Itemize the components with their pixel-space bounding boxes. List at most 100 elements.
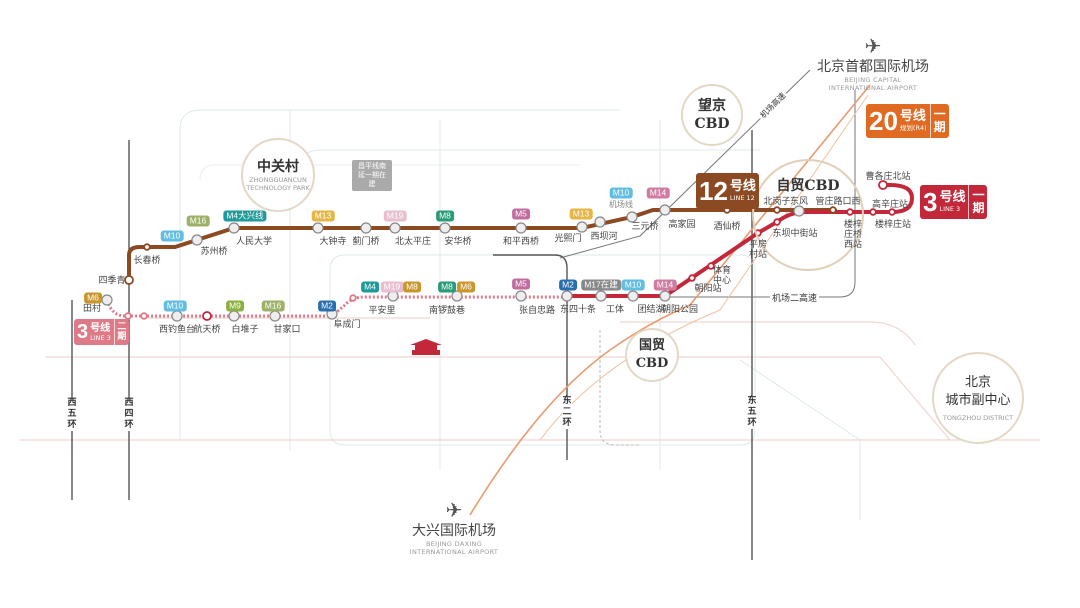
line3-west-number: 3 <box>77 321 89 343</box>
line3-west-waypoint <box>140 312 148 320</box>
transfer-badge: M14 <box>646 187 670 199</box>
station-label: 北太平庄 <box>394 237 432 247</box>
line3-west-route <box>105 295 567 318</box>
line12-station-marker <box>439 222 451 234</box>
line3-station-marker <box>171 310 183 322</box>
guomao-cbd-area: 国贸 CBD <box>625 328 679 382</box>
station-label: 航天桥 <box>193 325 221 335</box>
transfer-badge: M10 <box>609 187 633 199</box>
transfer-badge: M16 <box>186 215 210 227</box>
transfer-badge: M13 <box>311 210 335 222</box>
wangjing-cbd-area: 望京 CBD <box>681 84 743 146</box>
airplane-icon: ✈ <box>864 34 882 58</box>
transfer-badge: M6 <box>84 292 102 304</box>
transfer-badge: M2 <box>559 279 577 291</box>
line3-west-hx: 号线 <box>90 322 111 334</box>
station-label: 蓟门桥 <box>352 237 380 247</box>
station-label: 苏州桥 <box>200 247 228 257</box>
daxing-airport-en1: BEIJING DAXING <box>425 540 483 548</box>
line3-station-marker <box>878 180 888 190</box>
station-label: 体育中心 <box>712 266 731 286</box>
station-label: 平安里 <box>368 306 396 316</box>
line12-station-marker <box>576 221 588 233</box>
east-2nd-ring-label: 东二环 <box>562 396 572 429</box>
station-label: 光熙门 <box>554 234 582 244</box>
tongzhou-area: 北京 城市副中心 TONGZHOU DISTRICT <box>932 352 1024 444</box>
line12-sub: LINE 12 <box>729 194 755 202</box>
capital-airport-name: 北京首都国际机场 <box>817 59 929 75</box>
line20-phase: 一期 <box>929 104 949 138</box>
transfer-badge: M14 <box>653 279 677 291</box>
station-label: 东坝中街站 <box>772 229 818 239</box>
station-label: 白堆子 <box>231 325 259 335</box>
tongzhou-en: TONGZHOU DISTRICT <box>942 414 1014 422</box>
guomao-cbd: CBD <box>635 356 669 371</box>
line12-hx: 号线 <box>729 179 756 194</box>
transfer-badge: M16 <box>261 300 285 312</box>
line12-station-marker <box>312 222 324 234</box>
line20-route <box>539 94 869 441</box>
guomao-title: 国贸 <box>638 338 665 353</box>
daxing-airport-en2: INTERNATIONAL AIRPORT <box>409 548 499 556</box>
line20-hx: 号线 <box>899 109 926 124</box>
airplane-icon: ✈ <box>445 498 463 522</box>
line3-station-marker <box>707 262 715 270</box>
line3-station-marker <box>869 208 877 216</box>
station-label: 酒仙桥 <box>713 222 741 232</box>
station-label: 阜成门 <box>333 320 361 330</box>
transfer-badge: M17在建 <box>581 279 621 291</box>
line12-station-marker <box>191 234 203 246</box>
station-label: 安华桥 <box>444 237 472 247</box>
station-label: 西钓鱼台 <box>158 325 196 335</box>
transfer-badge: M4大兴线 <box>223 210 267 222</box>
station-label: 北岗子 <box>763 197 791 207</box>
transfer-badge: M10 <box>160 230 184 242</box>
ring-roads-pink <box>20 317 1040 441</box>
dashed-road <box>599 330 640 446</box>
zhongguancun-title: 中关村 <box>257 159 299 175</box>
transfer-badge: M19 <box>383 210 407 222</box>
tongzhou-title1: 北京 <box>964 375 991 390</box>
line3-sub: LINE 3 <box>939 205 961 213</box>
station-label: 楼梓庄桥西站 <box>843 220 862 250</box>
line20-number: 20 <box>869 106 898 136</box>
station-label: 大钟寺 <box>319 237 347 247</box>
line3-number: 3 <box>923 187 938 217</box>
line3-west-waypoint <box>349 294 357 302</box>
line3-station-marker <box>688 274 696 282</box>
transfer-badge: M5 <box>512 208 530 220</box>
line3-station-marker <box>627 290 639 302</box>
station-label: 管庄路口西 <box>815 197 861 207</box>
daxing-airport-name: 大兴国际机场 <box>411 523 496 539</box>
transfer-badge: M10 <box>163 300 187 312</box>
line12-station-marker <box>228 222 240 234</box>
tiananmen-icon <box>410 339 442 355</box>
line12-station-marker <box>389 222 401 234</box>
line20-sub: 规划(R4) <box>899 124 927 132</box>
transfer-badge: M19 <box>380 281 404 293</box>
station-label: 和平西桥 <box>502 237 540 247</box>
zhongguancun-area: 中关村 ZHONGGUANCUN TECHNOLOGY PARK <box>241 138 315 212</box>
line12-route <box>127 208 837 282</box>
west-5th-ring-label: 西五环 <box>67 398 77 431</box>
zimao-cbd-area: 自贸CBD <box>752 159 864 271</box>
line12-station-marker <box>124 275 134 285</box>
transfer-badge: M8 <box>436 210 454 222</box>
line3-station-marker <box>595 290 607 302</box>
station-label: 朝阳站 <box>694 284 722 294</box>
station-label: 东风 <box>789 197 809 207</box>
west-4th-ring-label: 西四环 <box>124 398 134 431</box>
station-label: 高家园 <box>668 220 696 230</box>
station-label: 张自忠路 <box>518 306 556 316</box>
station-label: 南锣鼓巷 <box>428 306 466 316</box>
tongzhou-title2: 城市副中心 <box>945 393 1011 408</box>
line3-station-marker <box>451 290 463 302</box>
station-label: 工体 <box>605 305 625 315</box>
transfer-badge: M8 <box>403 281 421 293</box>
line3-station-marker <box>515 290 527 302</box>
wangjing-title: 望京 <box>698 98 726 114</box>
